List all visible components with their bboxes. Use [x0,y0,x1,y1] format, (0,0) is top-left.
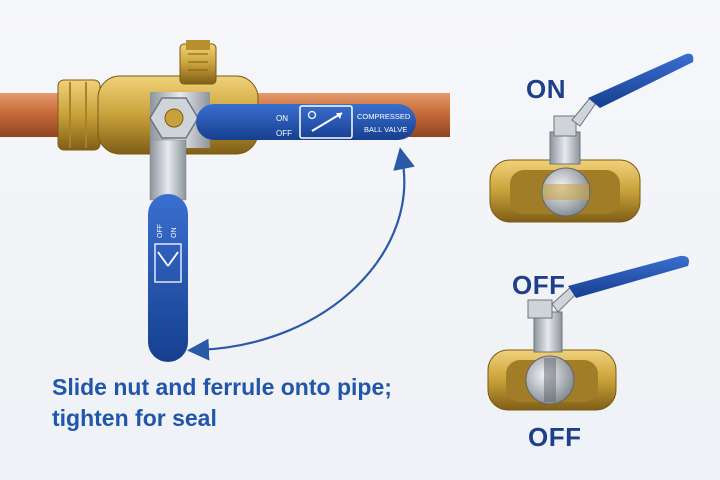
handle-on-text: ON [276,114,288,123]
caption-line-2: tighten for seal [52,405,217,431]
cutaway-valve-off [487,255,689,411]
vertical-handle [148,139,188,362]
state-label-off-middle: OFF [512,270,566,300]
stem-hex-nut [149,92,210,148]
handle-off-text: OFF [276,129,292,138]
vertical-handle-on-text: ON [171,228,178,239]
cutaway-valve-on [489,53,694,223]
vertical-handle-off-text: OFF [157,224,164,238]
handle-compressed-text: COMPRESSED [357,112,411,121]
instruction-caption: Slide nut and ferrule onto pipe; tighten… [52,372,432,434]
handle-ball-valve-text: BALL VALVE [364,125,407,134]
compression-nut [57,79,101,151]
horizontal-handle [196,104,416,140]
state-label-off-bottom: OFF [528,422,582,452]
caption-line-1: Slide nut and ferrule onto pipe; [52,374,392,400]
rotation-arrow [187,147,415,361]
state-label-on: ON [526,74,566,104]
